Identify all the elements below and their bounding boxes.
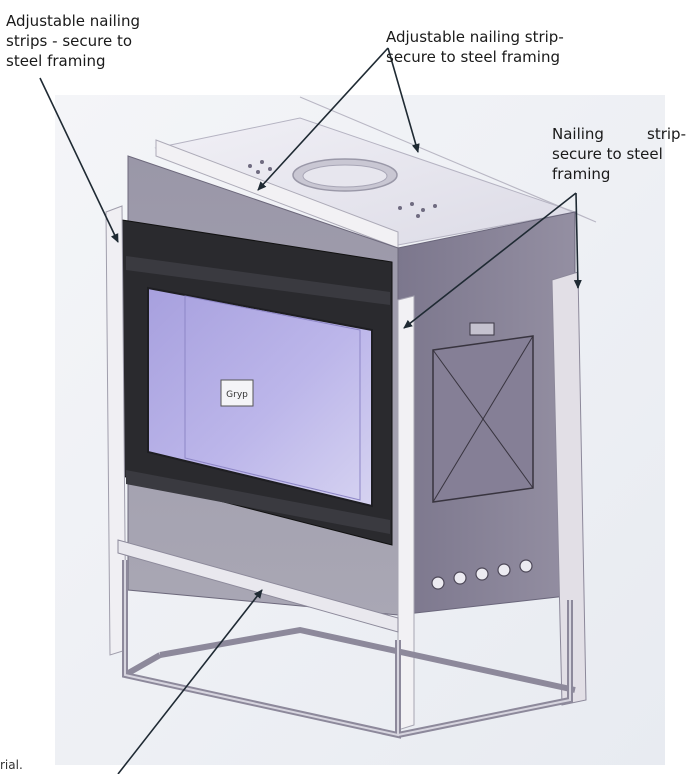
callout-right-line-2: secure to steel xyxy=(552,145,663,163)
arrow-top-rear xyxy=(387,47,420,153)
side-rear-nailing-strip xyxy=(551,271,587,706)
callout-top-line-1: Adjustable nailing strip- xyxy=(386,28,564,46)
callout-arrows xyxy=(39,47,582,774)
callout-right-line-3: framing xyxy=(552,165,611,183)
callout-right-line-1: Nailing strip- xyxy=(552,125,686,143)
arrow-right-front-strip xyxy=(403,192,577,329)
base-bar xyxy=(117,539,399,633)
arrow-right-rear-strip xyxy=(573,192,582,289)
arrow-top-front xyxy=(257,47,389,191)
callout-left-line-3: steel framing xyxy=(6,52,106,70)
arrow-base-bar xyxy=(117,589,263,774)
callout-bottom-fragment: rial. xyxy=(0,758,23,772)
firebox-glass xyxy=(147,286,373,508)
front-right-nailing-strip xyxy=(397,295,415,731)
lower-louvre xyxy=(126,470,390,534)
firebox-label-plate xyxy=(220,379,254,407)
firebox-label-text: Gryp xyxy=(226,390,248,400)
firebox-inner-pane xyxy=(184,295,361,501)
callout-top-line-2: secure to steel framing xyxy=(386,48,560,66)
top-vent-right xyxy=(398,202,437,218)
callout-adjustable-nailing-strips: Adjustable nailing strips - secure to st… xyxy=(6,11,140,71)
side-tag xyxy=(469,322,495,336)
side-knockouts xyxy=(431,559,533,590)
callout-bottom-text: rial. xyxy=(0,758,23,772)
callout-nailing-strip-side: Nailing strip- secure to steel framing xyxy=(552,124,686,184)
callout-left-line-1: Adjustable nailing xyxy=(6,12,140,30)
base-frame-highlight xyxy=(124,560,571,737)
callout-adjustable-nailing-strip-top: Adjustable nailing strip- secure to stee… xyxy=(386,27,564,67)
callout-left-line-2: strips - secure to xyxy=(6,32,133,50)
upper-louvre xyxy=(126,256,390,305)
arrow-left-strip xyxy=(39,77,119,243)
flue-inner xyxy=(302,164,388,188)
rear-nailing-strip xyxy=(299,96,597,223)
